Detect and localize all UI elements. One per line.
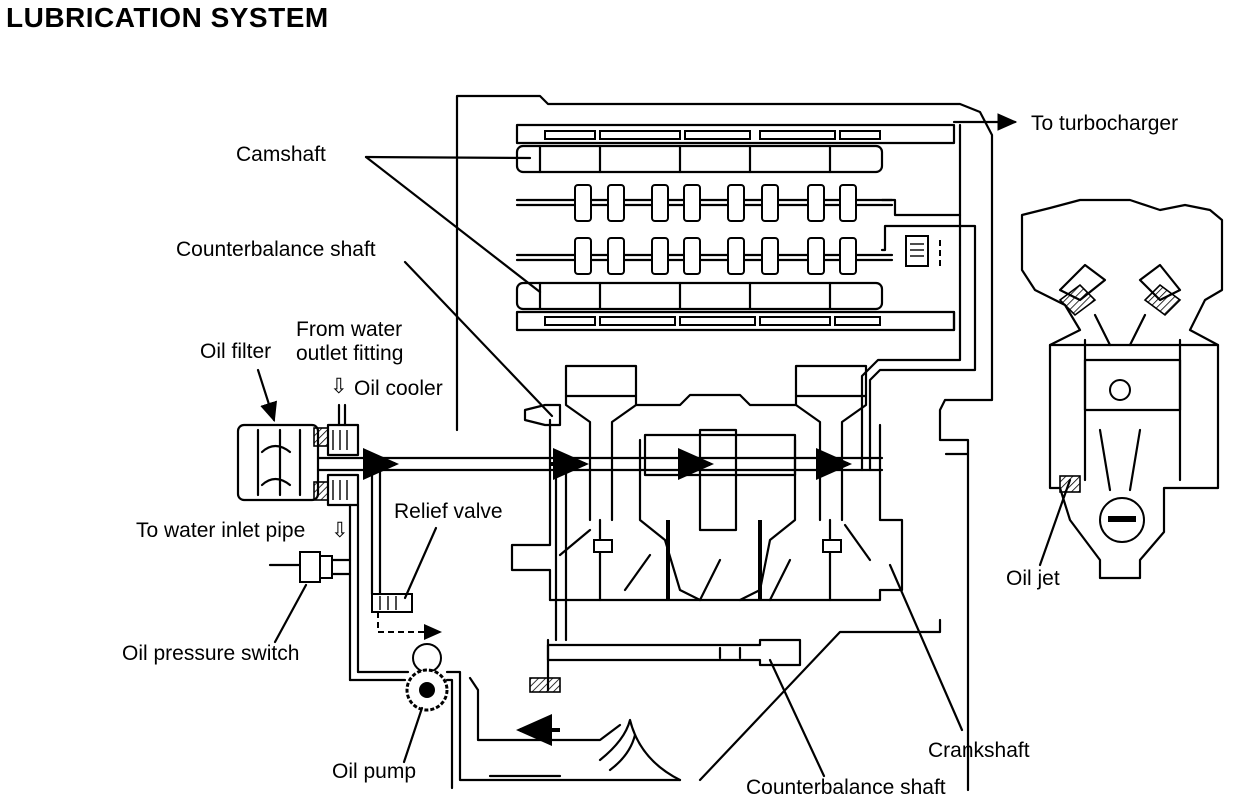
oil-pressure-switch	[268, 503, 360, 682]
counterbalance-shaft-lower	[529, 638, 802, 693]
counterbalance-shaft-upper	[523, 403, 562, 427]
rocker-arms-lower	[574, 237, 857, 275]
to-water-inlet-label: To water inlet pipe	[136, 519, 306, 542]
head-oil-gallery	[860, 123, 977, 472]
rocker-arms-upper	[574, 184, 857, 222]
cylinder-cross-section	[1020, 198, 1224, 580]
camshaft-upper	[515, 123, 956, 174]
from-water-label-line1: From water	[296, 318, 403, 341]
counterbalance-shaft-top-label: Counterbalance shaft	[176, 238, 376, 261]
oil-pressure-switch-label: Oil pressure switch	[122, 642, 300, 665]
rocker-shaft-upper	[515, 198, 894, 207]
oil-filter-label: Oil filter	[200, 340, 272, 363]
camshaft-lower	[515, 281, 956, 332]
oil-pump	[348, 643, 682, 790]
from-water-label-line2: outlet fitting	[296, 342, 404, 365]
down-arrow-icon: ⇩	[331, 519, 349, 542]
oil-pump-label: Oil pump	[332, 760, 417, 783]
rocker-shaft-lower	[515, 253, 894, 262]
relief-valve	[370, 468, 442, 640]
oil-filter	[236, 423, 329, 502]
page-title: LUBRICATION SYSTEM	[6, 2, 329, 33]
oil-cooler	[326, 403, 360, 507]
down-arrow-icon: ⇩	[330, 375, 348, 398]
counterbalance-shaft-bottom-label: Counterbalance shaft	[746, 776, 946, 799]
oil-cooler-label: Oil cooler	[354, 377, 443, 400]
leader-lines	[256, 155, 1072, 778]
oil-jet-label: Oil jet	[1006, 567, 1060, 590]
engine-block-outline	[455, 94, 994, 792]
camshaft-label: Camshaft	[236, 143, 326, 166]
main-oil-gallery	[316, 448, 884, 642]
crankcase	[510, 364, 904, 602]
to-turbocharger-label: To turbocharger	[1031, 112, 1179, 135]
crankshaft-label: Crankshaft	[928, 739, 1030, 762]
relief-valve-label: Relief valve	[394, 500, 503, 523]
